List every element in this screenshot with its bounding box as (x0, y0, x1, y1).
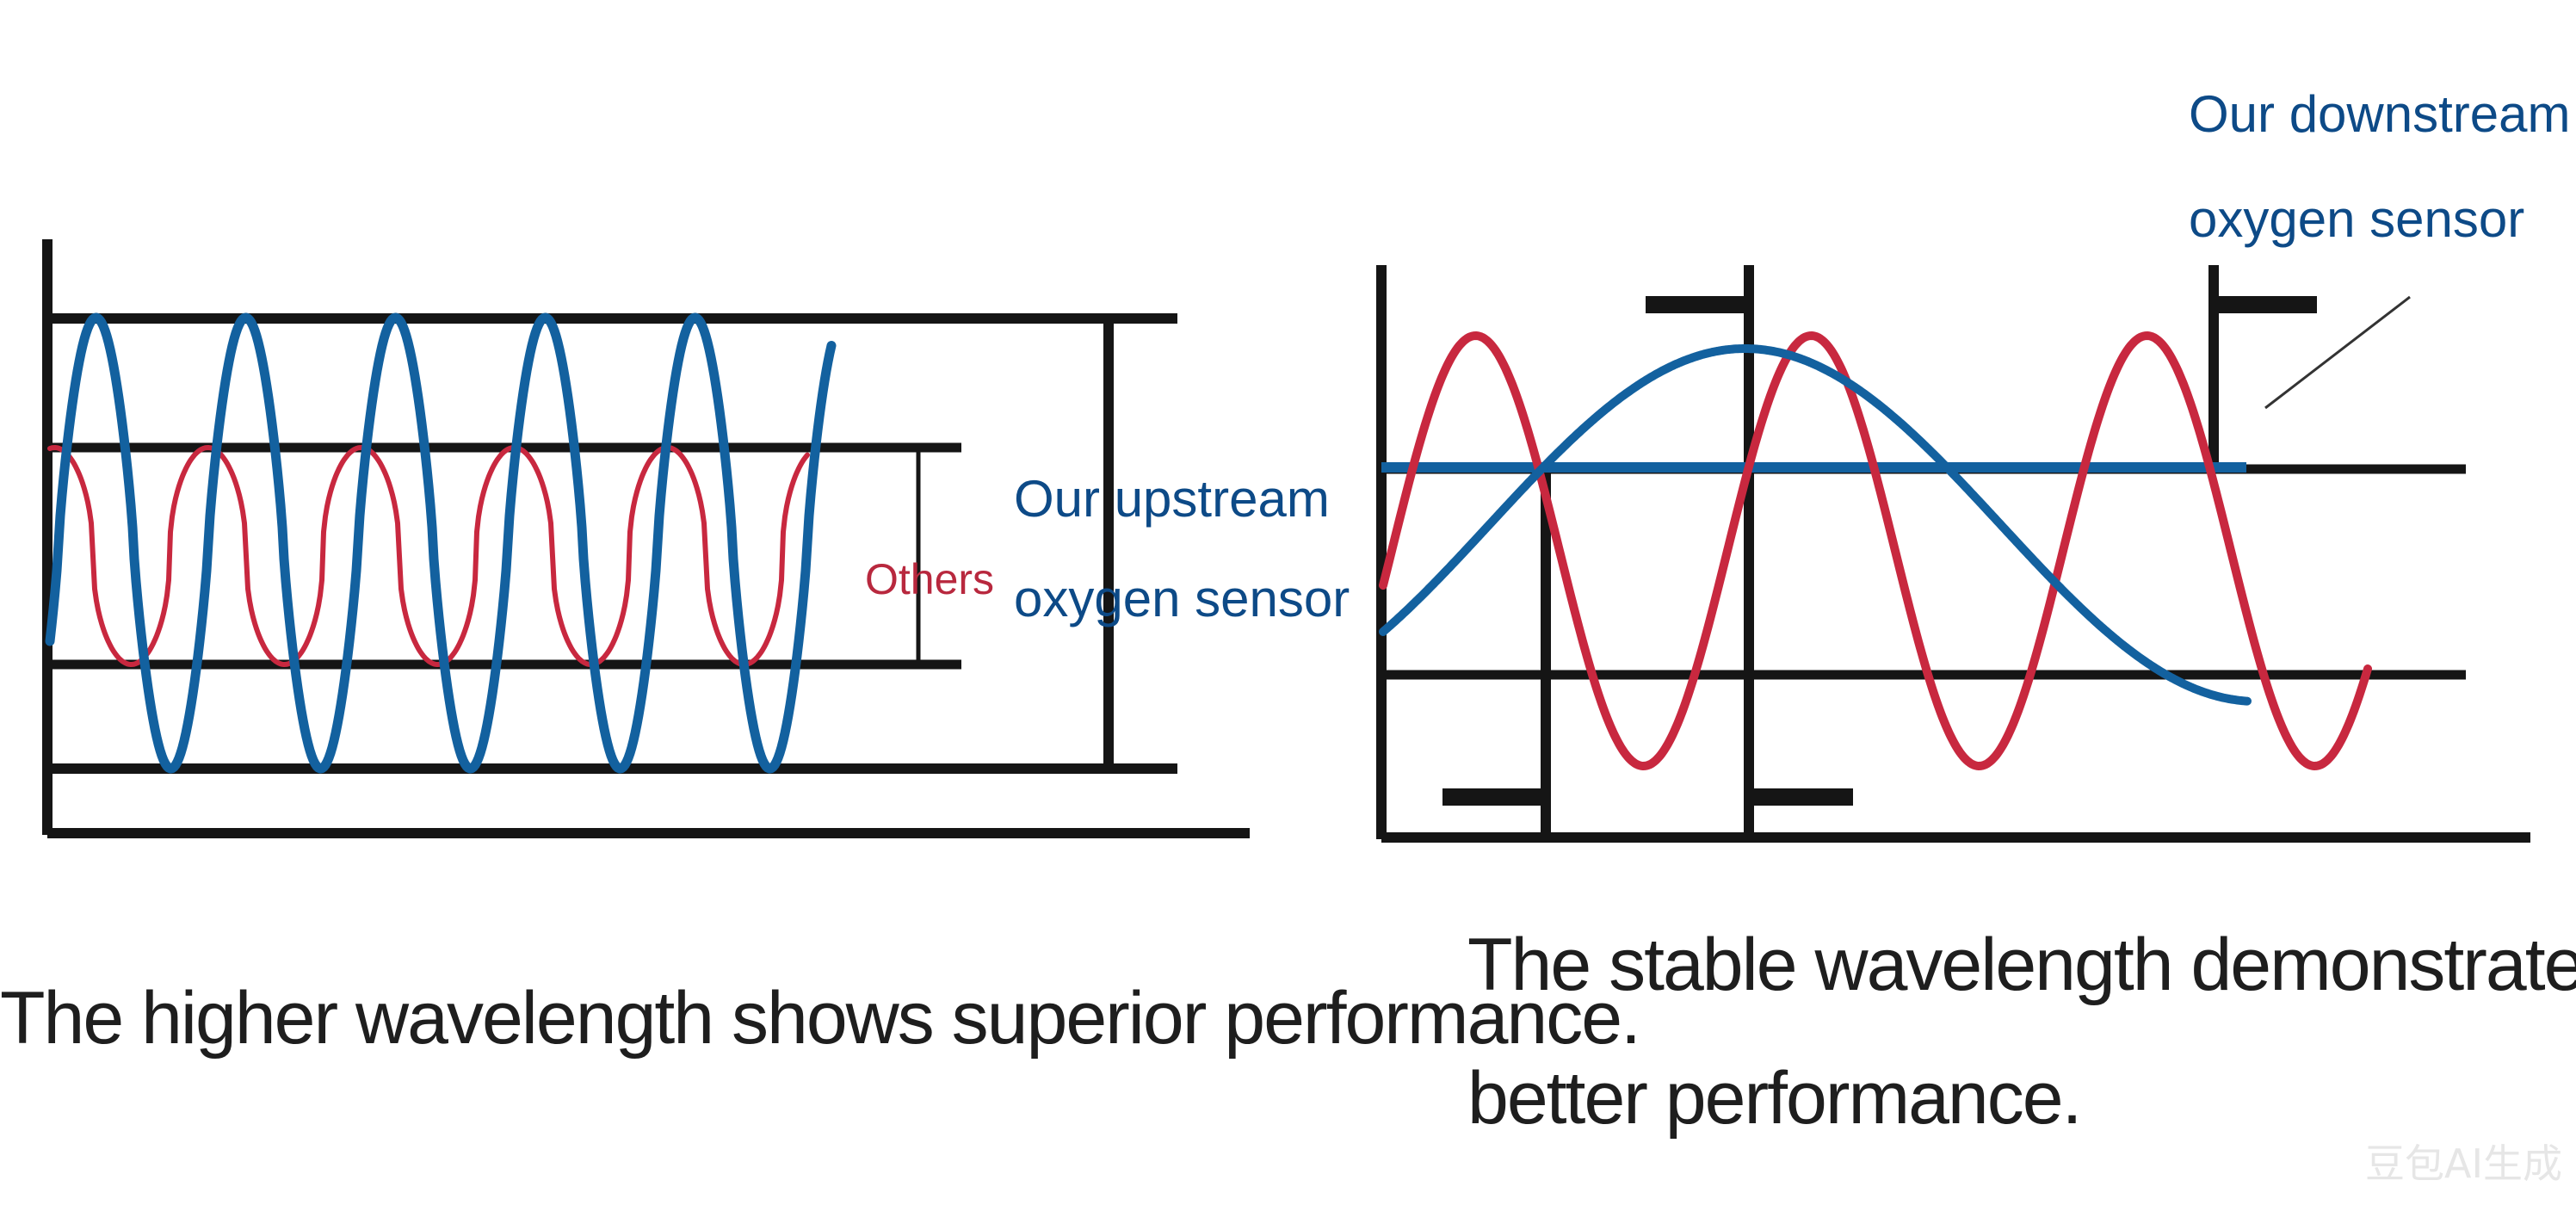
label-upstream-line1: Our upstream (1014, 470, 1330, 528)
right-blue-wave (1379, 344, 2252, 706)
right-caption-line2: better performance. (1467, 1057, 2080, 1140)
downstream-pointer-line (2264, 295, 2411, 410)
label-downstream-line1: Our downstream (2189, 85, 2571, 143)
right-caption-line1: The stable wavelength demonstrates (1467, 924, 2576, 1006)
right-panel: Our downstream oxygen sensor The stable … (1376, 85, 2576, 1140)
left-panel: Others Our upstream oxygen sensor The hi… (0, 239, 1641, 1060)
left-blue-wave (45, 312, 837, 774)
watermark-text: 豆包AI生成 (2365, 1140, 2562, 1187)
label-others: Others (865, 555, 994, 603)
left-red-wave (47, 445, 810, 667)
label-upstream-line2: oxygen sensor (1014, 570, 1350, 627)
left-frame (42, 239, 1250, 838)
left-caption: The higher wavelength shows superior per… (0, 977, 1640, 1060)
right-red-wave (1379, 331, 2372, 770)
label-downstream-line2: oxygen sensor (2189, 190, 2524, 248)
